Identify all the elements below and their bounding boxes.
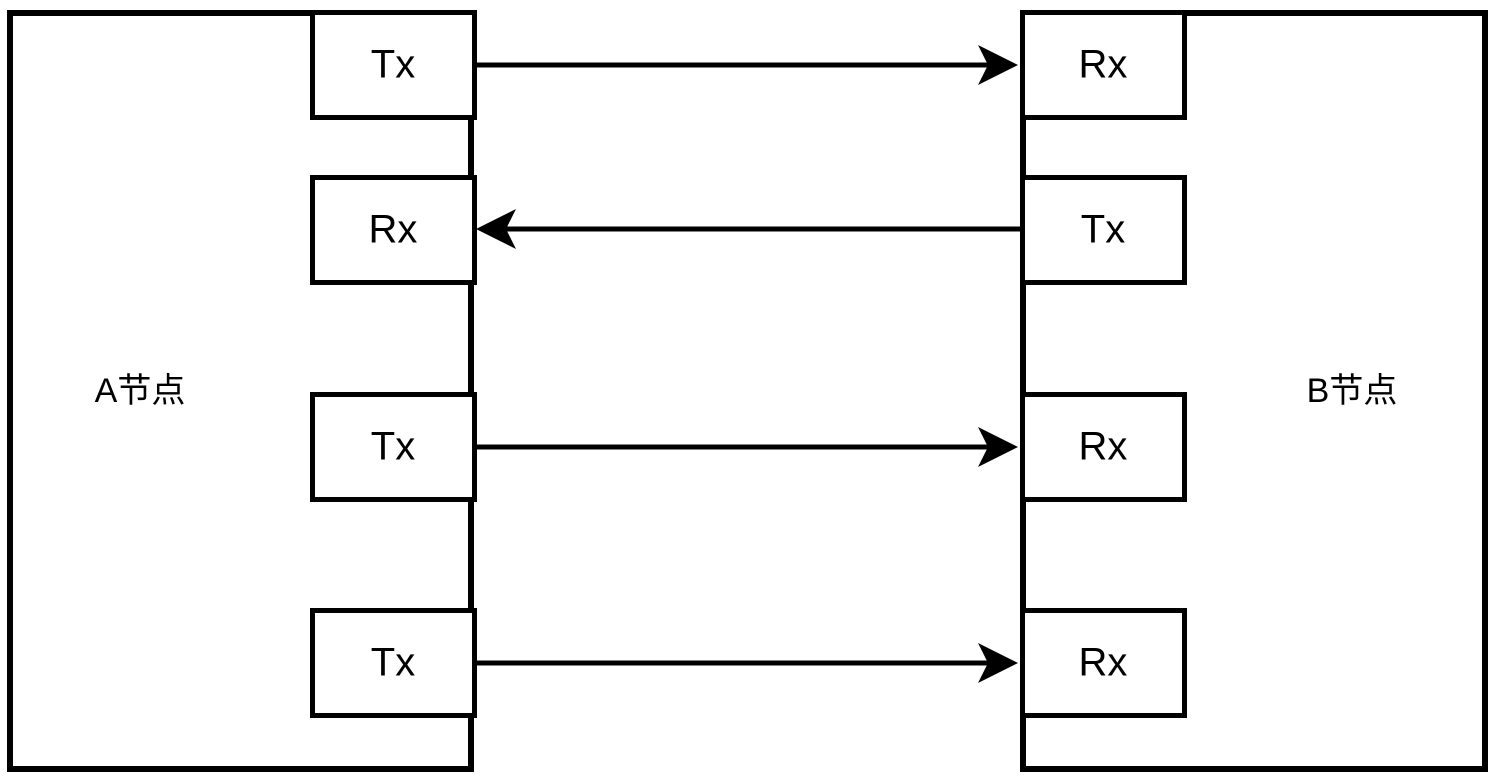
arrowhead-right	[978, 45, 1018, 85]
port-label: Tx	[371, 641, 415, 685]
port-box[interactable]	[310, 608, 477, 718]
node-a-port-rx-1[interactable]: Rx	[310, 175, 477, 285]
port-label: Tx	[371, 425, 415, 469]
link-tx1b-to-rx1a[interactable]	[476, 209, 1020, 249]
port-box[interactable]	[310, 175, 477, 285]
node-a-port-tx-1[interactable]: Tx	[310, 10, 477, 120]
arrowhead-right	[978, 427, 1018, 467]
link-tx2-to-rx2[interactable]	[474, 427, 1018, 467]
node-b-port-tx-1[interactable]: Tx	[1020, 175, 1187, 285]
port-label: Rx	[369, 208, 418, 252]
port-box[interactable]	[310, 392, 477, 502]
node-a-port-tx-2[interactable]: Tx	[310, 392, 477, 502]
node-b-label: B节点	[1307, 372, 1398, 410]
port-label: Rx	[1079, 641, 1128, 685]
node-a-label: A节点	[95, 372, 186, 410]
node-a-group[interactable]: A节点	[7, 10, 474, 772]
arrowhead-left	[476, 209, 516, 249]
link-tx3-to-rx3[interactable]	[474, 643, 1018, 683]
port-label: Rx	[1079, 43, 1128, 87]
arrowhead-right	[978, 643, 1018, 683]
node-b-port-rx-3[interactable]: Rx	[1020, 608, 1187, 718]
port-box[interactable]	[1020, 175, 1187, 285]
port-label: Tx	[371, 43, 415, 87]
port-box[interactable]	[1020, 608, 1187, 718]
node-b-port-rx-1[interactable]: Rx	[1020, 10, 1187, 120]
node-a-port-tx-3[interactable]: Tx	[310, 608, 477, 718]
node-b-port-rx-2[interactable]: Rx	[1020, 392, 1187, 502]
port-box[interactable]	[1020, 392, 1187, 502]
port-box[interactable]	[1020, 10, 1187, 120]
port-label: Tx	[1081, 208, 1125, 252]
node-b-group[interactable]: B节点	[1020, 10, 1488, 772]
port-label: Rx	[1079, 425, 1128, 469]
link-tx1-to-rx1[interactable]	[474, 45, 1018, 85]
